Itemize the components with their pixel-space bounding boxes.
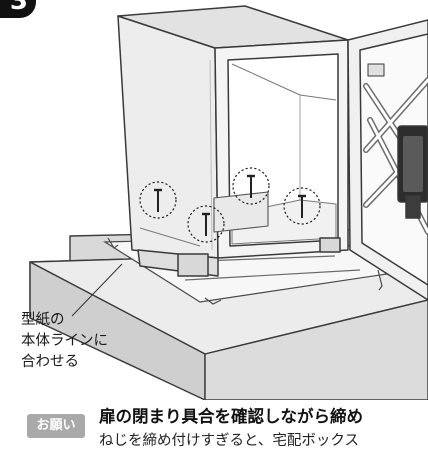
caption-leader-line (71, 263, 123, 317)
notice-body: ねじを締め付けすぎると、宅配ボックス (99, 433, 359, 449)
screws (154, 174, 306, 236)
screw-callout-4 (283, 187, 321, 225)
step-number-badge: 3 (0, 0, 36, 18)
notice-title: 扉の閉まり具合を確認しながら締め (99, 407, 363, 426)
caption-line: 型紙の (21, 312, 65, 328)
screw-icon (154, 188, 162, 212)
notice-box: お願い 扉の閉まり具合を確認しながら締め ねじを締め付けすぎると、宅配ボックス (0, 404, 428, 464)
door-lock-unit (397, 125, 428, 219)
caption-line: 合わせる (21, 354, 79, 370)
cabinet-door (347, 19, 428, 301)
screw-callout-1 (139, 181, 177, 219)
screw-callout-2 (187, 205, 225, 243)
template-caption: 型紙の 本体ラインに 合わせる (21, 310, 108, 373)
screw-icon (202, 212, 210, 236)
screw-icon (298, 194, 306, 218)
screw-callouts (139, 167, 321, 243)
installation-illustration (29, 5, 428, 400)
delivery-box-cabinet (117, 5, 349, 277)
screw-icon (247, 174, 255, 198)
notice-badge: お願い (27, 414, 85, 438)
screw-callout-3 (232, 167, 270, 205)
caption-line: 本体ラインに (21, 333, 108, 349)
